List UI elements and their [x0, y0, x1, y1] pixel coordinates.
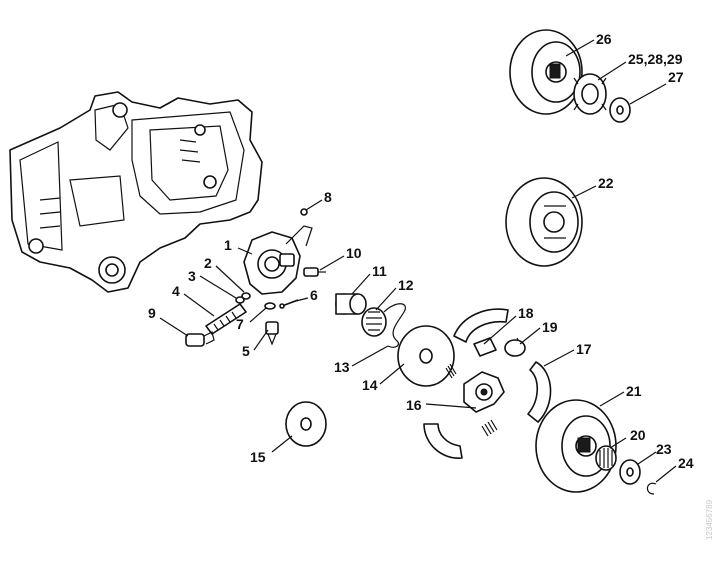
callout-6: 6: [310, 287, 318, 303]
leader-12: [375, 287, 397, 311]
callout-18: 18: [518, 305, 534, 321]
plug-9: [185, 331, 215, 347]
leader-13: [351, 345, 389, 367]
clutch-drum-26: [509, 29, 583, 115]
callout-25-28-29: 25,28,29: [628, 51, 683, 67]
leader-8: [305, 199, 323, 211]
leader-14: [379, 363, 405, 385]
leader-5: [253, 329, 269, 351]
callout-2: 2: [204, 255, 212, 271]
callout-13: 13: [334, 359, 350, 375]
edge-watermark: 123456789: [705, 499, 714, 540]
callout-17: 17: [576, 341, 592, 357]
clutch-shoe-lower: [423, 423, 463, 459]
screw-plug-5: [265, 321, 279, 346]
needle-cage-20: [595, 445, 617, 471]
leader-22: [571, 185, 597, 199]
leader-3: [199, 275, 237, 299]
callout-3: 3: [188, 268, 196, 284]
leader-7: [249, 307, 267, 323]
leader-16: [425, 403, 477, 409]
callout-16: 16: [406, 397, 422, 413]
callout-14: 14: [362, 377, 378, 393]
washer-27: [609, 97, 631, 123]
leader-20: [609, 437, 627, 449]
leader-1: [237, 247, 253, 255]
o-ring-7: [264, 302, 276, 310]
callout-15: 15: [250, 449, 266, 465]
spring-lower: [481, 419, 498, 437]
callout-27: 27: [668, 69, 684, 85]
engine-housing: [9, 91, 263, 293]
callout-5: 5: [242, 343, 250, 359]
callout-26: 26: [596, 31, 612, 47]
leader-19: [519, 327, 541, 345]
leader-21: [599, 391, 625, 407]
leader-24: [655, 465, 677, 483]
spring-13: [383, 303, 406, 348]
clutch-carrier-16: [445, 363, 505, 413]
washer-23: [619, 459, 641, 485]
callout-4: 4: [172, 283, 180, 299]
e-clip-24: [646, 482, 657, 495]
clutch-drum-22: [505, 177, 583, 267]
adjusting-screw-4: [205, 303, 247, 335]
callout-24: 24: [678, 455, 694, 471]
leader-2: [215, 265, 245, 293]
worm-gear-12: [361, 307, 387, 337]
leader-26: [565, 39, 595, 57]
leader-15: [271, 435, 293, 453]
screw-10: [303, 267, 326, 277]
callout-22: 22: [598, 175, 614, 191]
callout-9: 9: [148, 305, 156, 321]
callout-19: 19: [542, 319, 558, 335]
oil-line-8: [300, 208, 308, 216]
callout-8: 8: [324, 189, 332, 205]
leader-10: [319, 255, 345, 271]
leader-lines: [159, 39, 677, 483]
thrust-washer-15: [285, 401, 327, 447]
leader-18: [483, 315, 517, 345]
clutch-shoe-upper: [453, 308, 509, 343]
spring-washer-2-3: [235, 292, 251, 304]
callout-12: 12: [398, 277, 414, 293]
callout-11: 11: [372, 263, 387, 279]
callout-21: 21: [626, 383, 642, 399]
callout-10: 10: [346, 245, 362, 261]
callout-1: 1: [224, 237, 232, 253]
callout-20: 20: [630, 427, 646, 443]
callout-labels: 26 25,28,29 27 22 8 1 10 2 3 11 12 4 6 9…: [148, 31, 694, 471]
leader-11: [351, 273, 371, 295]
leader-17: [543, 349, 575, 367]
clutch-shoe-17: [527, 361, 552, 423]
leader-23: [637, 451, 657, 465]
oil-pump-body: [243, 225, 313, 295]
worm-11: [335, 293, 367, 315]
callout-7: 7: [236, 316, 244, 332]
callout-23: 23: [656, 441, 672, 457]
cover-18: [473, 337, 497, 357]
leader-25: [597, 61, 627, 81]
spring-19: [504, 337, 526, 357]
rim-sprocket-25: [573, 73, 607, 115]
washer-14: [397, 325, 455, 387]
leader-27: [629, 83, 667, 105]
leader-9: [159, 317, 189, 337]
leader-6: [291, 297, 309, 303]
leader-4: [183, 293, 215, 317]
